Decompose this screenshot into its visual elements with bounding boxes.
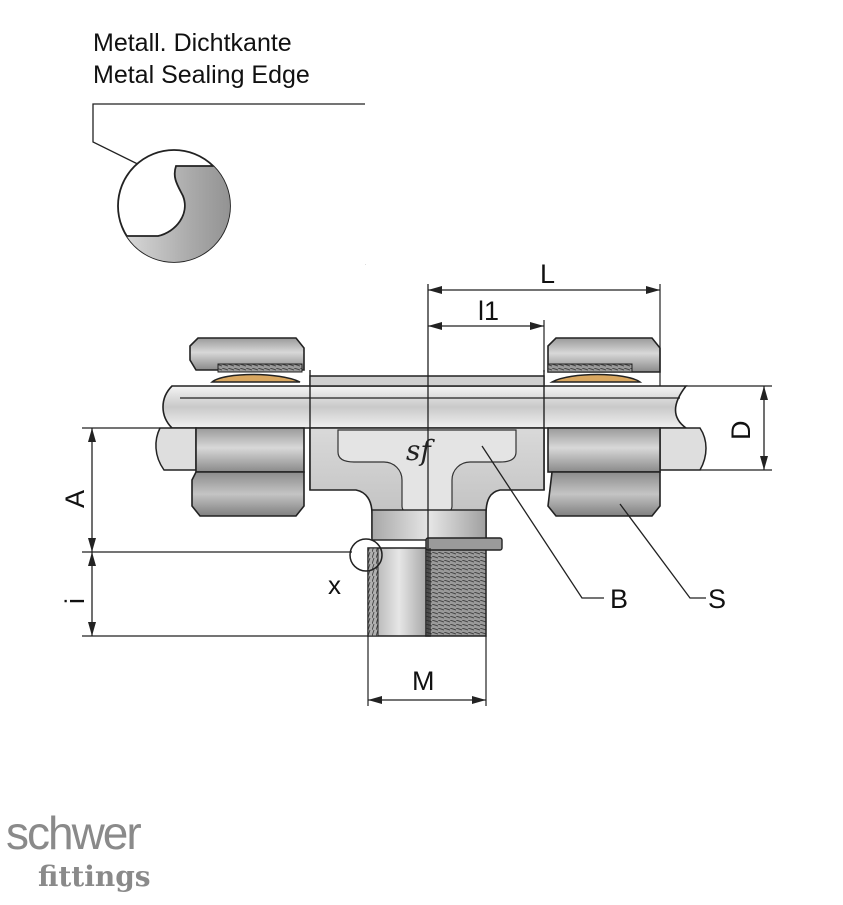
label-M: M bbox=[412, 666, 435, 696]
threaded-stem bbox=[367, 509, 503, 637]
body-mark: sf bbox=[406, 434, 435, 467]
dimension-i-line bbox=[82, 552, 368, 637]
label-l1: l1 bbox=[478, 296, 499, 326]
stray-dot: . bbox=[365, 261, 366, 266]
dimension-l1-line bbox=[428, 320, 545, 372]
label-i: i bbox=[60, 598, 90, 604]
label-A: A bbox=[60, 490, 90, 508]
caption-german: Metall. Dichtkante bbox=[93, 29, 292, 57]
dimension-M-line bbox=[367, 636, 487, 706]
dimension-D-line bbox=[686, 385, 772, 471]
label-S: S bbox=[708, 584, 726, 614]
label-D: D bbox=[726, 421, 756, 441]
union-nut-left bbox=[189, 337, 311, 517]
label-L: L bbox=[540, 259, 555, 289]
union-nut-right bbox=[543, 337, 661, 517]
tube-horizontal bbox=[162, 385, 689, 429]
tube-lower-right bbox=[659, 427, 707, 471]
dimension-A-line bbox=[82, 427, 352, 553]
sealing-edge-detail-circle bbox=[117, 149, 231, 263]
label-x: x bbox=[328, 570, 341, 600]
leader-B bbox=[481, 445, 604, 599]
dimension-L-line bbox=[428, 284, 661, 386]
sealing-edge-leader bbox=[92, 103, 365, 181]
logo-schwer: schwer bbox=[6, 807, 142, 859]
logo-fittings: fittings bbox=[38, 860, 151, 893]
leader-S bbox=[619, 503, 706, 599]
label-B: B bbox=[610, 584, 628, 614]
detail-x-circle bbox=[349, 538, 383, 572]
tube-lower-left bbox=[155, 427, 197, 471]
caption-english: Metal Sealing Edge bbox=[93, 61, 310, 89]
